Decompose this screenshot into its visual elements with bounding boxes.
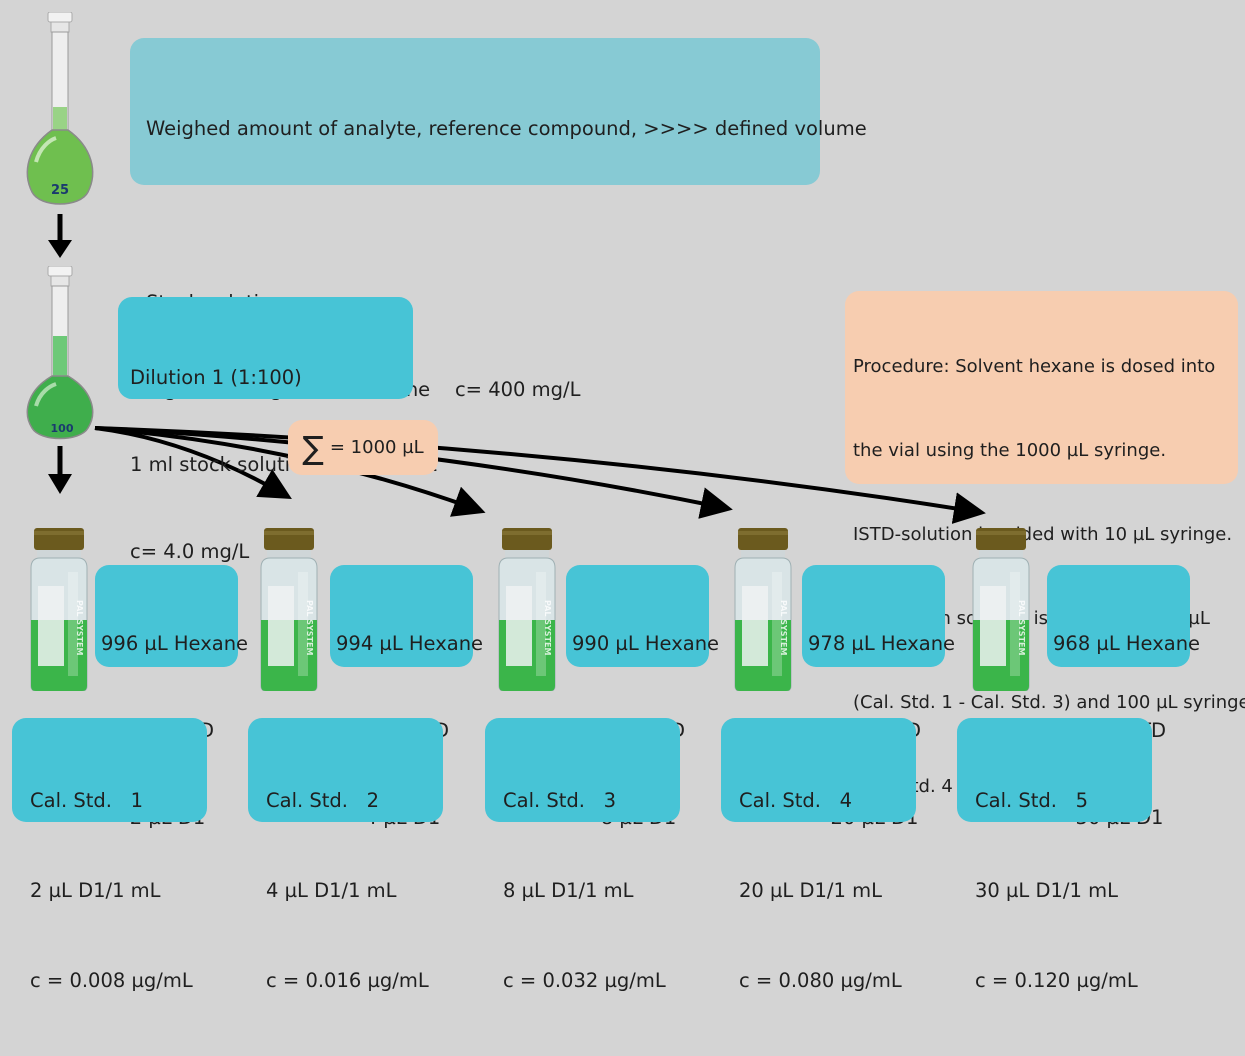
vial-5: PAL SYSTEM <box>972 528 1030 691</box>
cal-std-box-5: Cal. Std. 5 30 µL D1/1 mL c = 0.120 µg/m… <box>957 718 1152 992</box>
vial-4: PAL SYSTEM <box>734 528 792 691</box>
vial-info-box-4: 978 µL Hexane 2 µL ISTD 20 µL D1 <box>802 565 956 829</box>
dilution-line-3: c= 4.0 mg/L <box>130 540 250 563</box>
stock-line-1: Weighed amount of analyte, reference com… <box>146 117 867 140</box>
cal-std-name: Cal. Std. 2 <box>266 789 379 812</box>
cal-std-conc: c = 0.120 µg/mL <box>975 969 1138 992</box>
vial-brand-label: PAL SYSTEM <box>305 600 314 655</box>
total-volume-box: ∑ = 1000 µL <box>288 420 438 475</box>
arrow-dilution-to-vial1 <box>48 446 72 494</box>
cal-std-box-4: Cal. Std. 4 20 µL D1/1 mL c = 0.080 µg/m… <box>721 718 916 992</box>
vial-info-box-2: 994 µL Hexane 2 µL ISTD 4 µL D1 <box>330 565 484 829</box>
vial-hexane: 996 µL Hexane <box>101 632 249 655</box>
vial-3: PAL SYSTEM <box>498 528 556 691</box>
cal-std-amount: 30 µL D1/1 mL <box>975 879 1118 902</box>
transfer-arrow-vial5 <box>94 426 986 525</box>
cal-std-name: Cal. Std. 4 <box>739 789 852 812</box>
total-volume-label: = 1000 µL <box>329 437 424 458</box>
vial-hexane: 990 µL Hexane <box>572 632 720 655</box>
dilution-line-1: Dilution 1 (1:100) <box>130 366 302 389</box>
cal-std-amount: 2 µL D1/1 mL <box>30 879 161 902</box>
cal-std-name: Cal. Std. 1 <box>30 789 143 812</box>
workflow-diagram: 25 100 Weighed amount of analyte, refere… <box>12 12 1245 992</box>
procedure-line: (Cal. Std. 1 - Cal. Std. 3) and 100 µL s… <box>853 692 1245 713</box>
vial-info-box-1: 996 µL Hexane 2 µL ISTD 2 µL D1 <box>95 565 249 829</box>
dilution-box: Dilution 1 (1:100) 1 ml stock solution i… <box>118 297 436 563</box>
procedure-line: ISTD-solution is added with 10 µL syring… <box>853 524 1233 545</box>
vial-brand-label: PAL SYSTEM <box>1017 600 1026 655</box>
vial-2: PAL SYSTEM <box>260 528 318 691</box>
cal-std-conc: c = 0.008 µg/mL <box>30 969 193 992</box>
cal-std-name: Cal. Std. 3 <box>503 789 616 812</box>
cal-std-amount: 8 µL D1/1 mL <box>503 879 634 902</box>
dilution-flask-label: 100 <box>51 422 74 435</box>
cal-std-conc: c = 0.016 µg/mL <box>266 969 429 992</box>
arrow-stock-to-dilution <box>48 214 72 258</box>
cal-std-box-3: Cal. Std. 3 8 µL D1/1 mL c = 0.032 µg/mL <box>485 718 680 992</box>
stock-flask: 25 <box>26 12 94 205</box>
cal-std-conc: c = 0.032 µg/mL <box>503 969 666 992</box>
cal-std-conc: c = 0.080 µg/mL <box>739 969 902 992</box>
vial-info-box-5: 968 µL Hexane 2 µL ISTD 30 µL D1 <box>1047 565 1201 829</box>
vial-brand-label: PAL SYSTEM <box>779 600 788 655</box>
cal-std-amount: 4 µL D1/1 mL <box>266 879 397 902</box>
sigma-symbol: ∑ <box>302 428 324 467</box>
cal-std-amount: 20 µL D1/1 mL <box>739 879 882 902</box>
vial-brand-label: PAL SYSTEM <box>543 600 552 655</box>
vial-hexane: 978 µL Hexane <box>808 632 956 655</box>
dilution-flask: 100 <box>26 266 94 440</box>
vial-info-box-3: 990 µL Hexane 2 µL ISTD 8 µL D1 <box>566 565 720 829</box>
cal-std-box-2: Cal. Std. 2 4 µL D1/1 mL c = 0.016 µg/mL <box>248 718 443 992</box>
procedure-line: the vial using the 1000 µL syringe. <box>853 440 1167 461</box>
vial-hexane: 968 µL Hexane <box>1053 632 1201 655</box>
vial-brand-label: PAL SYSTEM <box>75 600 84 655</box>
stock-solution-box: Weighed amount of analyte, reference com… <box>130 38 867 401</box>
vial-1: PAL SYSTEM <box>30 528 88 691</box>
procedure-line: Procedure: Solvent hexane is dosed into <box>853 356 1216 377</box>
stock-flask-label: 25 <box>51 183 69 198</box>
vial-hexane: 994 µL Hexane <box>336 632 484 655</box>
cal-std-box-1: Cal. Std. 1 2 µL D1/1 mL c = 0.008 µg/mL <box>12 718 207 992</box>
cal-std-name: Cal. Std. 5 <box>975 789 1088 812</box>
procedure-box: Procedure: Solvent hexane is dosed into … <box>845 291 1245 797</box>
